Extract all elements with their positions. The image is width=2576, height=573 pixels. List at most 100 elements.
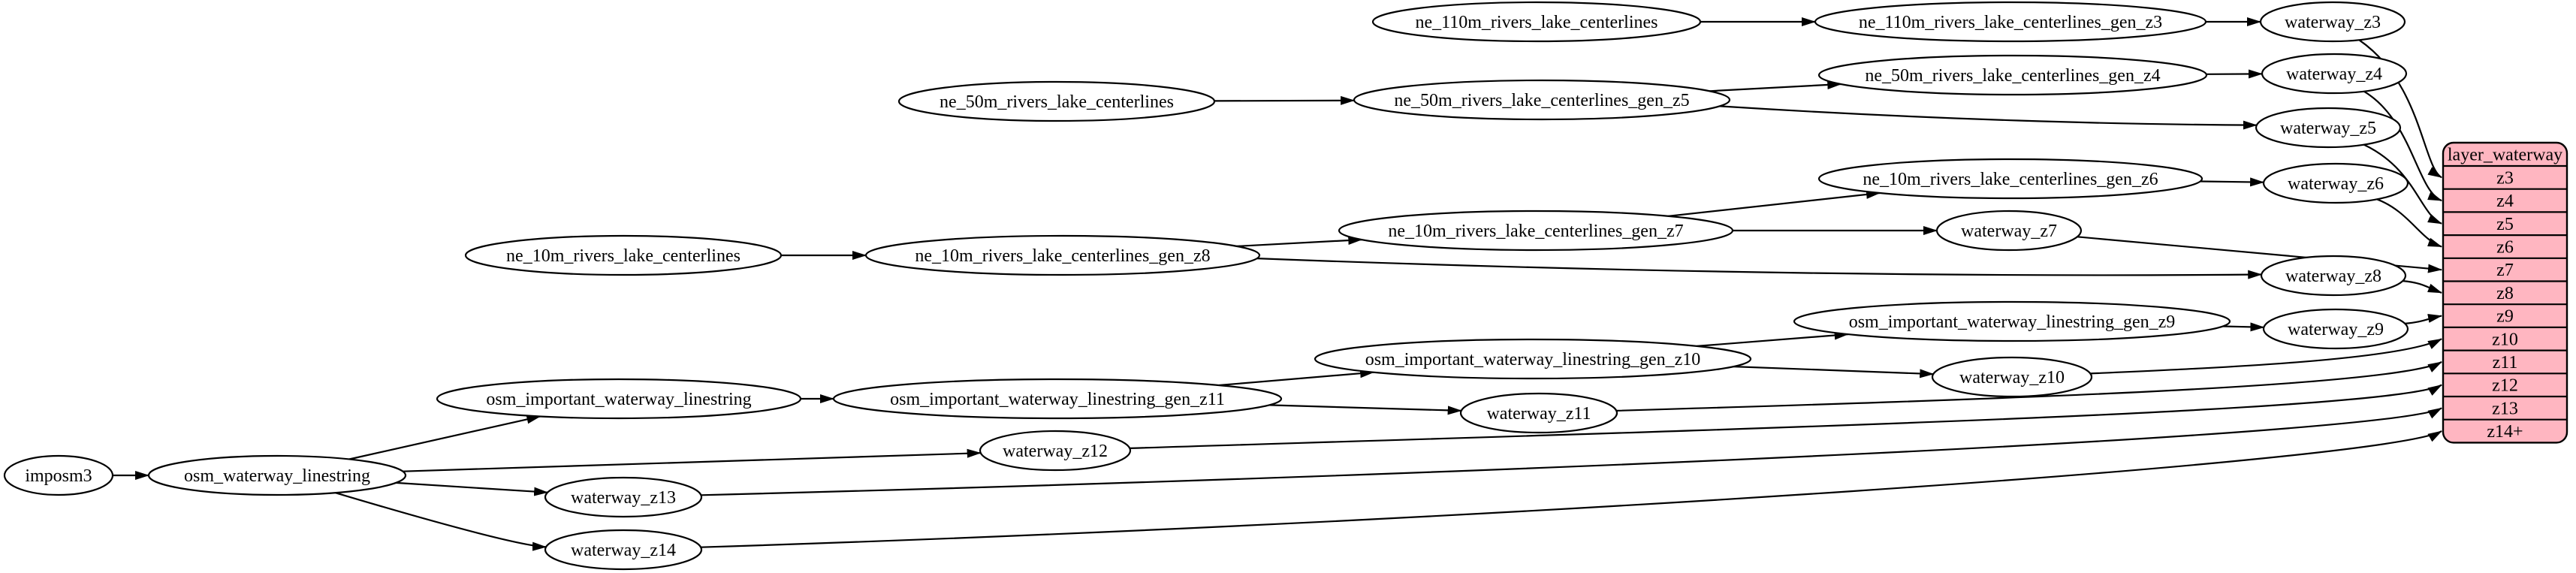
edge-osm_important_waterway_linestring_gen_z10-to-waterway_z10 — [1733, 366, 1935, 378]
node-label-waterway_z14: waterway_z14 — [571, 541, 676, 560]
node-label-ne_10m_rivers_lake_centerlines_gen_z7: ne_10m_rivers_lake_centerlines_gen_z7 — [1388, 222, 1683, 241]
node-waterway_z4: waterway_z4 — [2261, 53, 2408, 95]
node-ne_10m_rivers_lake_centerlines: ne_10m_rivers_lake_centerlines — [464, 234, 783, 276]
table-row-z6: z6 — [2496, 237, 2514, 257]
node-label-osm_important_waterway_linestring_gen_z9: osm_important_waterway_linestring_gen_z9 — [1849, 312, 2176, 332]
node-label-osm_waterway_linestring: osm_waterway_linestring — [184, 466, 370, 486]
node-label-waterway_z7: waterway_z7 — [1961, 222, 2057, 241]
table-row-z13: z13 — [2492, 399, 2518, 418]
edge-osm_important_waterway_linestring_gen_z11-to-osm_important_waterway_linestring_gen_z10 — [1218, 369, 1375, 387]
node-ellipse — [2260, 255, 2407, 297]
edge-waterway_z12-to-layer_waterway-z12 — [1130, 384, 2442, 449]
edge-waterway_z13-to-layer_waterway-z13 — [701, 407, 2442, 496]
node-label-osm_important_waterway_linestring: osm_important_waterway_linestring — [486, 390, 751, 409]
node-label-waterway_z13: waterway_z13 — [571, 488, 676, 508]
node-label-waterway_z5: waterway_z5 — [2280, 119, 2376, 138]
edge-ne_50m_rivers_lake_centerlines_gen_z5-to-waterway_z5 — [1719, 105, 2258, 130]
edge-waterway_z4-to-layer_waterway-z4 — [2363, 90, 2442, 202]
edge-ne_10m_rivers_lake_centerlines_gen_z8-to-ne_10m_rivers_lake_centerlines_gen_z7 — [1236, 236, 1363, 247]
edge-osm_important_waterway_linestring_gen_z11-to-waterway_z11 — [1269, 404, 1462, 415]
edge-waterway_z5-to-layer_waterway-z5 — [2363, 143, 2442, 225]
node-ne_10m_rivers_lake_centerlines_gen_z8: ne_10m_rivers_lake_centerlines_gen_z8 — [864, 234, 1261, 276]
node-ellipse — [2262, 162, 2409, 204]
node-label-waterway_z4: waterway_z4 — [2286, 65, 2382, 84]
node-label-waterway_z11: waterway_z11 — [1486, 404, 1591, 424]
edge-ne_10m_rivers_lake_centerlines_gen_z8-to-waterway_z8 — [1256, 258, 2263, 279]
node-label-ne_10m_rivers_lake_centerlines: ne_10m_rivers_lake_centerlines — [506, 246, 741, 266]
edge-osm_waterway_linestring-to-waterway_z12 — [403, 448, 982, 472]
node-waterway_z12: waterway_z12 — [979, 430, 1132, 472]
node-ne_50m_rivers_lake_centerlines_gen_z5: ne_50m_rivers_lake_centerlines_gen_z5 — [1353, 79, 1731, 121]
node-osm_important_waterway_linestring_gen_z9: osm_important_waterway_linestring_gen_z9 — [1793, 300, 2231, 342]
node-waterway_z5: waterway_z5 — [2255, 107, 2402, 149]
edge-waterway_z7-to-layer_waterway-z7 — [2077, 236, 2442, 273]
node-ellipse — [2261, 53, 2408, 95]
node-ellipse — [1314, 338, 1752, 380]
node-label-ne_50m_rivers_lake_centerlines: ne_50m_rivers_lake_centerlines — [940, 92, 1174, 112]
edge-ne_50m_rivers_lake_centerlines_gen_z5-to-ne_50m_rivers_lake_centerlines_gen_z4 — [1709, 80, 1842, 92]
node-ellipse — [1459, 392, 1618, 434]
node-ellipse — [464, 234, 783, 276]
node-ellipse — [1817, 158, 2203, 200]
node-ellipse — [1338, 210, 1734, 252]
node-ellipse — [544, 476, 703, 518]
node-waterway_z14: waterway_z14 — [544, 529, 703, 571]
node-label-ne_10m_rivers_lake_centerlines_gen_z8: ne_10m_rivers_lake_centerlines_gen_z8 — [915, 246, 1210, 266]
edge-ne_10m_rivers_lake_centerlines_gen_z7-to-ne_10m_rivers_lake_centerlines_gen_z6 — [1668, 189, 1881, 217]
node-osm_important_waterway_linestring: osm_important_waterway_linestring — [436, 378, 802, 420]
edge-waterway_z11-to-layer_waterway-z11 — [1616, 361, 2442, 412]
node-ne_50m_rivers_lake_centerlines: ne_50m_rivers_lake_centerlines — [897, 80, 1216, 122]
node-label-imposm3: imposm3 — [25, 466, 92, 486]
node-ellipse — [1353, 79, 1731, 121]
node-label-osm_important_waterway_linestring_gen_z10: osm_important_waterway_linestring_gen_z1… — [1365, 350, 1701, 369]
node-ellipse — [1371, 1, 1702, 43]
edge-waterway_z14-to-layer_waterway-z14+ — [701, 430, 2442, 548]
node-label-waterway_z10: waterway_z10 — [1959, 368, 2065, 388]
edge-osm_waterway_linestring-to-osm_important_waterway_linestring — [348, 415, 541, 460]
node-ellipse — [1935, 210, 2083, 252]
node-ne_10m_rivers_lake_centerlines_gen_z7: ne_10m_rivers_lake_centerlines_gen_z7 — [1338, 210, 1734, 252]
node-ellipse — [2259, 1, 2406, 43]
node-waterway_z7: waterway_z7 — [1935, 210, 2083, 252]
node-ellipse — [979, 430, 1132, 472]
node-label-osm_important_waterway_linestring_gen_z11: osm_important_waterway_linestring_gen_z1… — [890, 390, 1225, 409]
table-row-z10: z10 — [2492, 330, 2518, 349]
node-waterway_z13: waterway_z13 — [544, 476, 703, 518]
node-ellipse — [897, 80, 1216, 122]
node-ne_110m_rivers_lake_centerlines_gen_z3: ne_110m_rivers_lake_centerlines_gen_z3 — [1814, 1, 2207, 43]
table-row-z3: z3 — [2496, 168, 2514, 188]
node-label-waterway_z9: waterway_z9 — [2288, 320, 2384, 339]
node-ne_10m_rivers_lake_centerlines_gen_z6: ne_10m_rivers_lake_centerlines_gen_z6 — [1817, 158, 2203, 200]
edge-waterway_z10-to-layer_waterway-z10 — [2090, 338, 2442, 375]
edge-waterway_z6-to-layer_waterway-z6 — [2376, 198, 2442, 248]
node-ellipse — [1814, 1, 2207, 43]
table-row-z5: z5 — [2496, 215, 2514, 234]
table-row-z14+: z14+ — [2487, 422, 2523, 442]
node-waterway_z6: waterway_z6 — [2262, 162, 2409, 204]
node-label-waterway_z6: waterway_z6 — [2288, 174, 2384, 194]
node-waterway_z9: waterway_z9 — [2262, 308, 2409, 350]
node-label-waterway_z3: waterway_z3 — [2285, 13, 2381, 32]
node-label-ne_50m_rivers_lake_centerlines_gen_z5: ne_50m_rivers_lake_centerlines_gen_z5 — [1394, 91, 1689, 110]
node-ellipse — [544, 529, 703, 571]
node-ellipse — [2255, 107, 2402, 149]
table-row-z9: z9 — [2496, 307, 2514, 327]
node-ellipse — [864, 234, 1261, 276]
node-ellipse — [2262, 308, 2409, 350]
table-row-z7: z7 — [2496, 261, 2514, 280]
node-imposm3: imposm3 — [3, 454, 114, 496]
table-row-z8: z8 — [2496, 284, 2514, 303]
node-ne_50m_rivers_lake_centerlines_gen_z4: ne_50m_rivers_lake_centerlines_gen_z4 — [1817, 54, 2208, 96]
node-ellipse — [832, 378, 1283, 420]
node-ellipse — [1817, 54, 2208, 96]
node-label-ne_50m_rivers_lake_centerlines_gen_z4: ne_50m_rivers_lake_centerlines_gen_z4 — [1865, 66, 2160, 86]
edge-osm_waterway_linestring-to-waterway_z14 — [335, 492, 547, 551]
node-osm_important_waterway_linestring_gen_z11: osm_important_waterway_linestring_gen_z1… — [832, 378, 1283, 420]
node-ellipse — [3, 454, 114, 496]
edge-waterway_z9-to-layer_waterway-z9 — [2405, 314, 2442, 324]
edge-osm_important_waterway_linestring_gen_z10-to-osm_important_waterway_linestring_gen_z9 — [1697, 330, 1849, 347]
node-ellipse — [1793, 300, 2231, 342]
node-waterway_z10: waterway_z10 — [1931, 356, 2093, 398]
